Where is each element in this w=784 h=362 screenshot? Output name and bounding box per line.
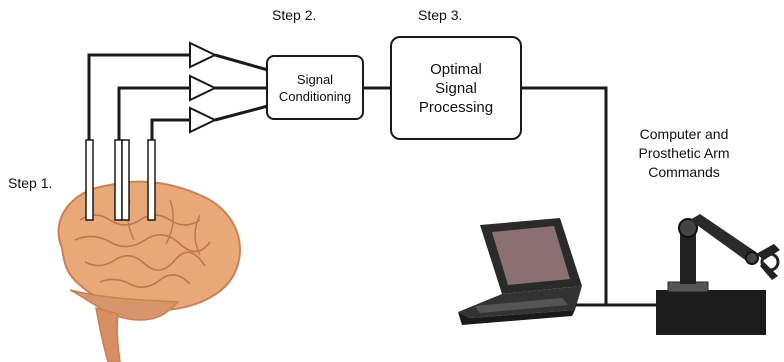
optimal-signal-processing-box: Optimal Signal Processing: [390, 36, 522, 140]
laptop-icon: [458, 218, 582, 325]
signal-conditioning-box: Signal Conditioning: [266, 55, 364, 120]
signal-conditioning-label: Signal Conditioning: [278, 71, 352, 104]
link-processing-output: [522, 86, 608, 305]
step1-label: Step 1.: [8, 175, 53, 191]
amp-output-lines: [214, 53, 269, 122]
step3-label: Step 3.: [418, 7, 463, 23]
step2-label: Step 2.: [272, 7, 317, 23]
optimal-signal-processing-label: Optimal Signal Processing: [418, 60, 494, 116]
robotic-arm-icon: [656, 214, 780, 335]
amplifier-icon: [189, 41, 218, 134]
output-label: Computer and Prosthetic Arm Commands: [638, 126, 730, 180]
brain-illustration: [57, 180, 241, 362]
wire-bundle: [87, 53, 190, 140]
